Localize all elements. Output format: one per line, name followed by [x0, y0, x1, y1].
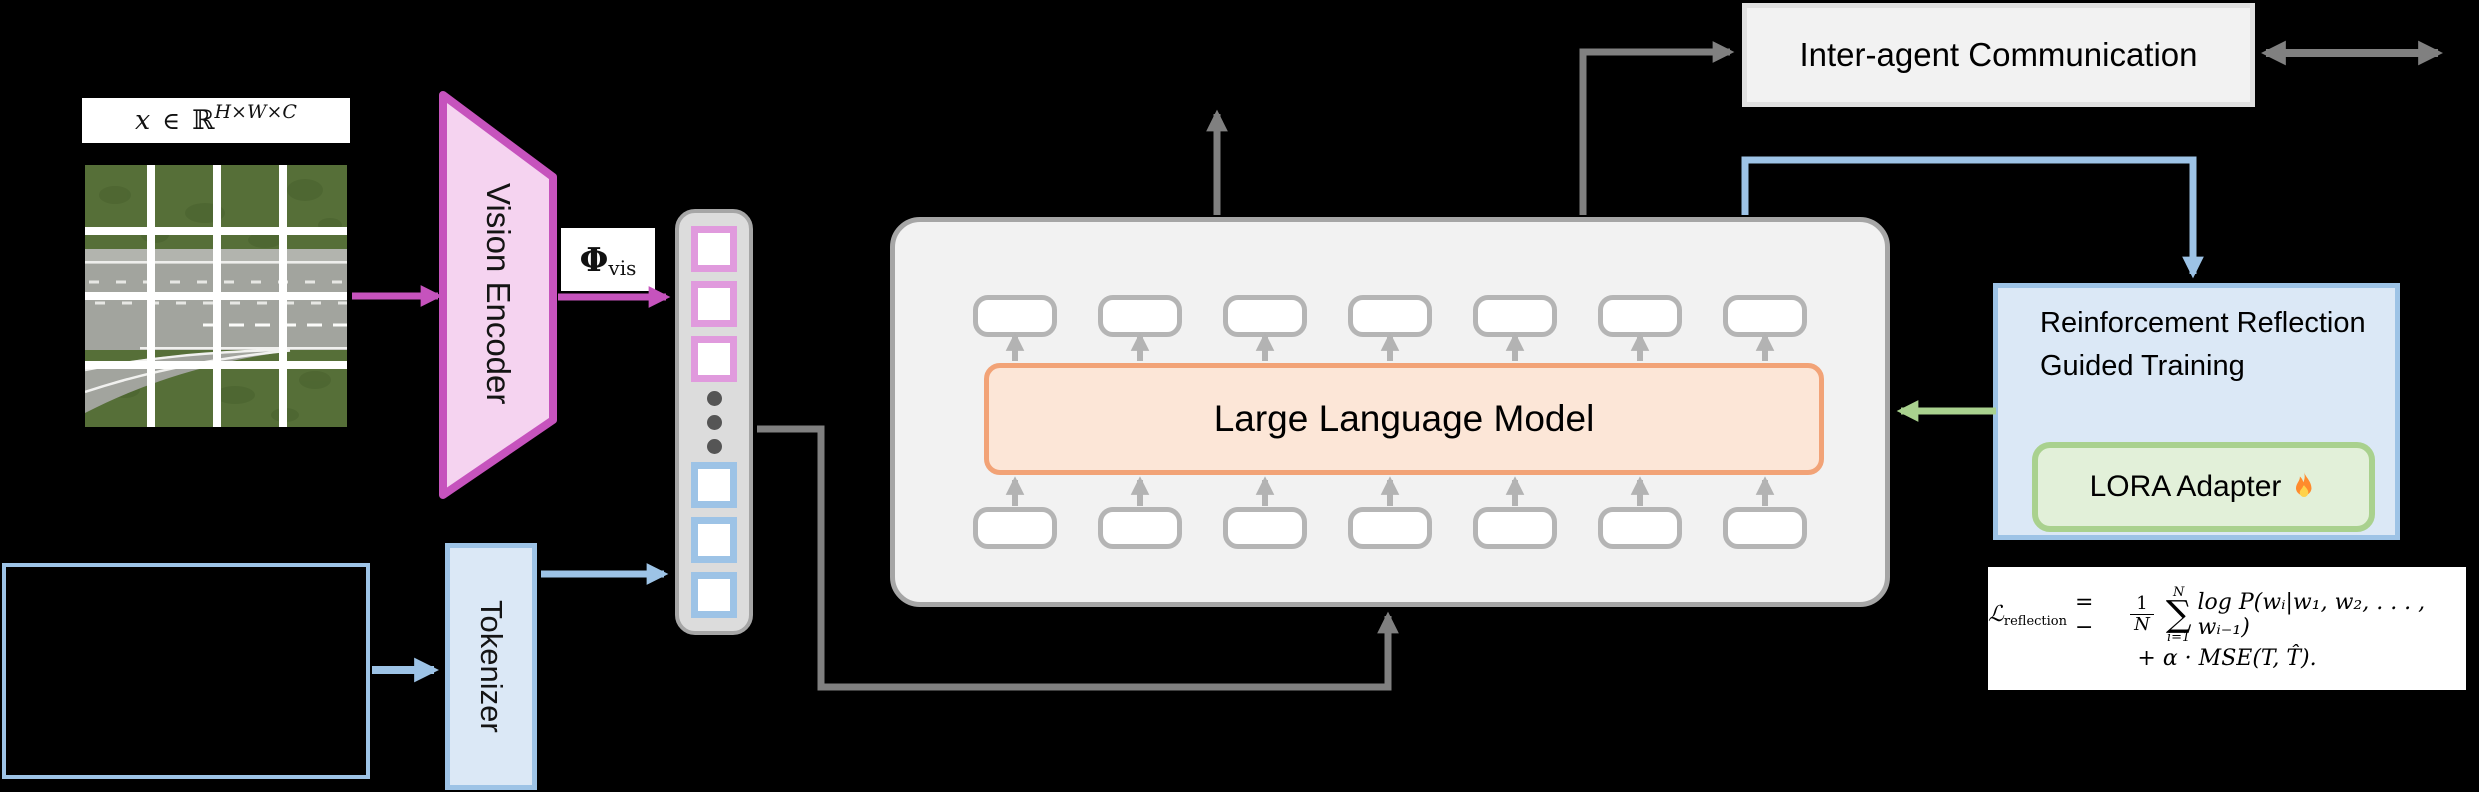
log-likelihood-term: log P(wᵢ|w₁, w₂, . . . , wᵢ₋₁) [2197, 589, 2426, 640]
tokenizer-block: Tokenizer [445, 543, 537, 790]
llm-output-slot [1473, 295, 1557, 337]
text-token [691, 572, 737, 619]
lora-adapter-box: LORA Adapter [2032, 442, 2375, 532]
output-token-row [973, 295, 1807, 337]
tensor-variable: x [135, 105, 151, 136]
visual-token [691, 225, 737, 272]
llm-input-slot [1723, 507, 1807, 549]
dot [706, 438, 722, 454]
llm-input-slot [1473, 507, 1557, 549]
inter-agent-label: Inter-agent Communication [1799, 36, 2198, 73]
loss-formula-line2: + α · MSE(T, T̂). [2137, 646, 2317, 672]
visual-token [691, 280, 737, 327]
phi-symbol: Φ [579, 240, 609, 279]
phi-subscript: vis [608, 255, 637, 280]
llm-input-slot [973, 507, 1057, 549]
reflection-training-box: Reinforcement Reflection Guided Training… [1993, 283, 2400, 540]
llm-output-slot [1723, 295, 1807, 337]
input-token-row [973, 507, 1807, 549]
llm-input-slot [1098, 507, 1182, 549]
llm-output-slot [1223, 295, 1307, 337]
lora-adapter-label: LORA Adapter [2089, 470, 2282, 503]
vision-encoder-trapezoid [439, 91, 557, 499]
ellipsis-dots [706, 390, 722, 454]
reflection-training-title: Reinforcement Reflection Guided Training [2040, 307, 2366, 382]
tensor-dimensions: H×W×C [214, 100, 297, 123]
input-tensor-label: x ∈ ℝ H×W×C [82, 98, 350, 143]
visual-token [691, 335, 737, 382]
fire-icon [2296, 472, 2312, 497]
llm-core-box: Large Language Model [984, 363, 1824, 475]
input-image-patches [85, 165, 347, 427]
dot [706, 390, 722, 406]
llm-input-slot [1598, 507, 1682, 549]
loss-symbol: ℒ [1988, 602, 2004, 628]
llm-input-slot [1223, 507, 1307, 549]
summation: N ∑ i=1 [2165, 584, 2192, 646]
arrow-llm-to-interagent [1579, 41, 1735, 215]
token-stack [675, 209, 753, 635]
llm-output-slot [1098, 295, 1182, 337]
fraction-one-over-N: 1 N [2130, 593, 2154, 636]
llm-block: Large Language Model [890, 217, 1890, 607]
llm-output-slot [973, 295, 1057, 337]
text-token [691, 517, 737, 564]
equals-sign: = − [2075, 589, 2094, 640]
llm-input-slot [1348, 507, 1432, 549]
inter-agent-communication-box: Inter-agent Communication [1742, 3, 2255, 107]
llm-output-slot [1598, 295, 1682, 337]
loss-subscript: reflection [2003, 614, 2067, 630]
vision-encoder-label: Vision Encoder [480, 183, 517, 405]
text-token [691, 462, 737, 509]
real-set-symbol: ℝ [192, 105, 215, 136]
llm-output-slot [1348, 295, 1432, 337]
dot [706, 414, 722, 430]
patch-grid-lines [85, 165, 347, 427]
text-prompt-box [2, 563, 370, 779]
tokenizer-label: Tokenizer [474, 600, 509, 733]
vision-encoder-block: Vision Encoder [436, 86, 562, 502]
element-of-symbol: ∈ [162, 106, 181, 135]
